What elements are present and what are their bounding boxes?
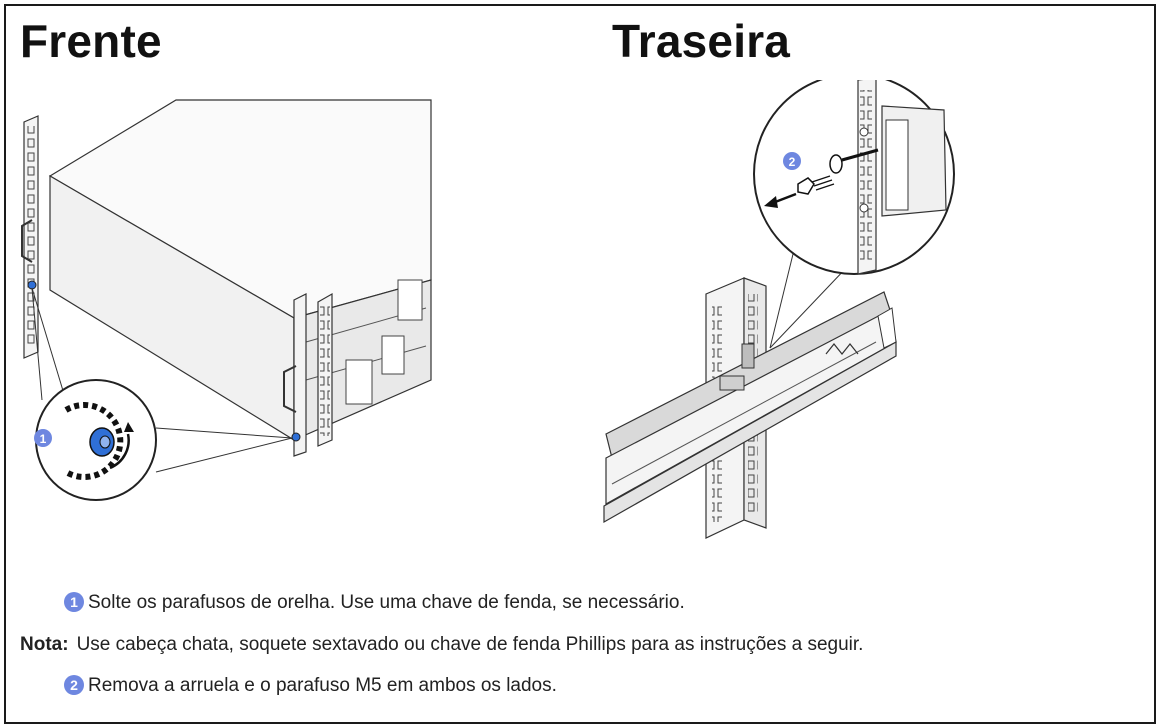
front-right-rack-rail <box>293 292 333 457</box>
step-2-text: Remova a arruela e o parafuso M5 em ambo… <box>88 675 557 696</box>
step-1-text: Solte os parafusos de orelha. Use uma ch… <box>88 592 685 613</box>
thumbscrew-right <box>291 432 301 442</box>
m5-screw-icon <box>797 175 835 195</box>
front-magnified-view <box>35 379 157 501</box>
note-text: Use cabeça chata, soquete sextavado ou c… <box>76 634 864 655</box>
note: Nota: Use cabeça chata, soquete sextavado… <box>20 634 863 656</box>
rear-heading: Traseira <box>612 15 791 67</box>
callout-1-label: 1 <box>40 432 47 446</box>
left-handle <box>21 219 33 263</box>
rear-view: 2 <box>603 80 955 539</box>
callout-2-icon: 2 <box>783 152 801 170</box>
front-view: 1 <box>21 99 432 501</box>
rear-magnified-view <box>753 80 955 275</box>
rack-illustration: 1 <box>21 80 955 539</box>
front-heading: Frente <box>20 15 162 67</box>
callout-1-icon: 1 <box>34 429 52 447</box>
step-2-badge: 2 <box>64 675 84 695</box>
front-left-rack-rail <box>23 115 39 359</box>
right-handle <box>283 365 297 413</box>
washer-icon <box>829 154 843 174</box>
slide-rail <box>603 291 897 524</box>
note-label: Nota: <box>20 634 69 655</box>
callout-2-label: 2 <box>789 155 796 169</box>
thumbscrew-left <box>27 280 37 290</box>
step-1-badge: 1 <box>64 592 84 612</box>
